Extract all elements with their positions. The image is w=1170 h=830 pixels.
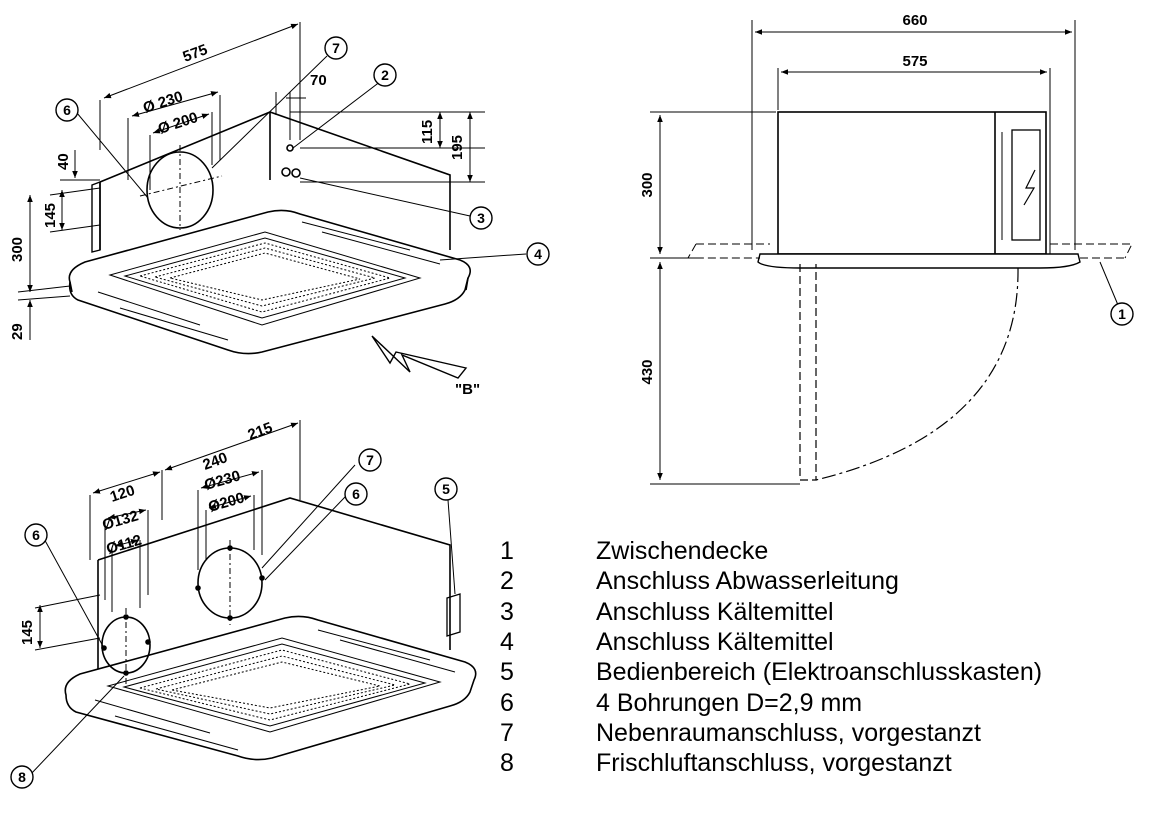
door-swing [799,264,817,481]
callout-1: 1 [1118,306,1126,322]
legend-number: 4 [500,628,514,657]
legend-number: 1 [500,537,514,566]
dimension-lines [17,22,485,340]
dim-dia-230: Ø 230 [141,88,185,117]
electrical-box [91,180,101,253]
drain-connector [286,144,294,152]
dim-660: 660 [902,12,927,29]
view-b-arrow [371,335,468,379]
legend-item: 2 Anschluss Abwasserleitung [496,566,1042,596]
legend-number: 3 [500,597,514,626]
callout-circle [55,98,79,122]
swing-arc [815,267,1019,481]
ceiling-panel [68,209,471,355]
panel-side [757,253,1081,269]
legend-number: 7 [500,718,514,747]
callout-circle [344,482,368,506]
callout-5: 5 [442,481,450,497]
legend-text: Anschluss Kältemittel [596,597,834,626]
callout-6-b: 6 [352,486,360,502]
callout-7-b: 7 [366,452,374,468]
dim-dia-132: Ø132 [100,507,140,533]
electrical-box-2 [446,593,461,637]
isometric-view-bottom [29,420,477,776]
legend-text: Nebenraumanschluss, vorgestanzt [596,718,981,747]
callout-circle [469,206,493,230]
callout-6: 6 [63,102,71,118]
dim-575: 575 [181,41,210,66]
legend-item: 1 Zwischendecke [496,536,1042,566]
dim-575-side: 575 [902,53,927,70]
ceiling-panel-2 [64,615,477,761]
legend-number: 6 [500,688,514,717]
legend-text: Zwischendecke [596,537,769,566]
callout-8: 8 [18,769,26,785]
panel-edge [69,277,469,293]
dim-115: 115 [419,120,436,144]
callout-circle [24,523,48,547]
dim-29: 29 [9,323,26,340]
callout-4: 4 [534,246,542,262]
electric-symbol [1023,169,1036,206]
callout-7: 7 [332,40,340,56]
grille [97,221,441,341]
legend: 1 Zwischendecke 2 Anschluss Abwasserleit… [496,536,1042,778]
callout-2: 2 [381,67,389,83]
callouts-bottom [10,448,458,789]
legend-text: Bedienbereich (Elektroanschlusskasten) [596,658,1043,687]
callout-circle [1110,302,1134,326]
callout-6-c: 6 [32,527,40,543]
legend-text: Frischluftanschluss, vorgestanzt [596,749,952,778]
side-view [650,20,1133,485]
legend-item: 6 4 Bohrungen D=2,9 mm [496,687,1042,717]
dim-195: 195 [449,135,466,160]
legend-item: 7 Nebenraumanschluss, vorgestanzt [496,718,1042,748]
refrigerant-connector-2 [291,168,301,178]
dim-215: 215 [246,419,275,444]
dim-dia-200-b: Ø200 [206,489,246,515]
dim-dia-112: Ø112 [104,532,143,558]
dim-430: 430 [639,359,656,384]
dim-40: 40 [55,153,72,170]
view-label-b: "B" [455,381,480,398]
refrigerant-connector [281,167,291,177]
callout-circle [434,477,458,501]
opening-circle [146,151,214,229]
legend-item: 8 Frischluftanschluss, vorgestanzt [496,748,1042,778]
ceiling-line [687,243,1133,259]
callout-circle [324,36,348,60]
legend-text: Anschluss Abwasserleitung [596,567,899,596]
legend-text: 4 Bohrungen D=2,9 mm [596,688,863,717]
callout-circle [526,242,550,266]
dim-dia-200: Ø 200 [156,109,200,138]
leader-lines [76,55,527,261]
dim-70: 70 [310,72,327,89]
callout-labels-top: 6 7 2 3 4 [63,40,542,262]
dim-145-b: 145 [19,620,36,645]
legend-number: 5 [500,658,514,687]
callout-side: 1 [1110,302,1134,326]
dim-145: 145 [42,203,59,228]
callout-3: 3 [477,210,485,226]
legend-item: 5 Bedienbereich (Elektroanschlusskasten) [496,657,1042,687]
dim-300-side: 300 [639,172,656,197]
callout-circle [10,765,34,789]
callout-labels-bottom: 7 6 6 5 8 [18,452,450,785]
legend-text: Anschluss Kältemittel [596,628,834,657]
unit-body [777,111,1047,255]
dim-120: 120 [108,482,137,506]
dim-300: 300 [9,237,26,262]
legend-item: 4 Anschluss Kältemittel [496,627,1042,657]
dimension-labels-bottom: 120 240 215 Ø230 Ø200 Ø132 Ø112 145 [19,419,275,645]
callout-circle [373,63,397,87]
legend-number: 8 [500,749,514,778]
legend-item: 3 Anschluss Kältemittel [496,597,1042,627]
callouts-top [55,36,550,266]
electrical-box-side [1011,129,1041,241]
isometric-view-top [17,22,527,379]
callout-circle [358,448,382,472]
dimension-labels-side: 660 575 300 430 [639,12,928,385]
legend-number: 2 [500,567,514,596]
